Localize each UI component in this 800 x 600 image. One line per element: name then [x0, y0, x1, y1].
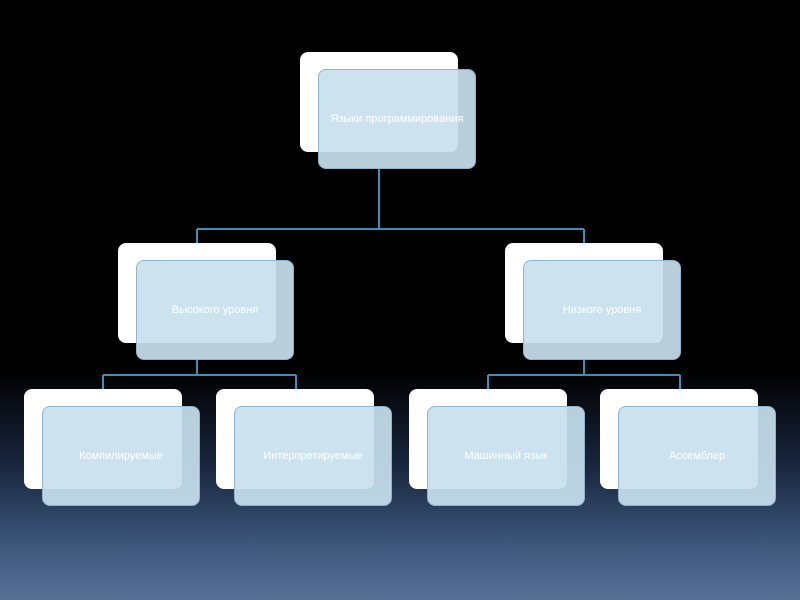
node-root-label: Языки программирования: [330, 112, 464, 125]
node-high-level: Высокого уровня: [118, 243, 294, 361]
node-low-level-label: Низкого уровня: [562, 303, 642, 316]
node-high-level-label: Высокого уровня: [171, 303, 259, 316]
node-assembler-label: Ассемблер: [668, 449, 726, 462]
node-machine-language-label: Машинный язык: [464, 449, 548, 462]
node-low-level: Низкого уровня: [505, 243, 681, 361]
node-root: Языки программирования: [300, 52, 476, 170]
node-compiled: Компилируемые: [24, 389, 200, 507]
node-compiled-label: Компилируемые: [79, 449, 163, 462]
node-interpreted: Интерпретируемые: [216, 389, 392, 507]
node-machine-language: Машинный язык: [409, 389, 585, 507]
node-interpreted-label: Интерпретируемые: [263, 449, 363, 462]
node-assembler: Ассемблер: [600, 389, 776, 507]
